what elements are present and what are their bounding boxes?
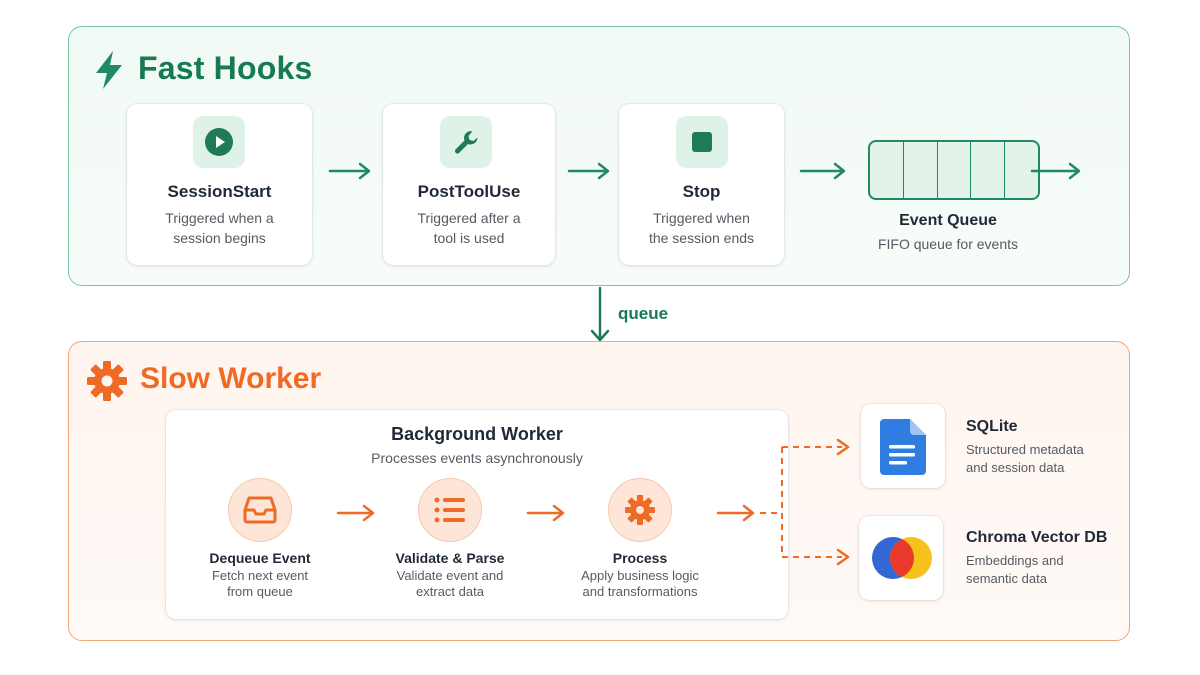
queue-slot — [938, 142, 972, 198]
step-dequeue-event[interactable]: Dequeue Event Fetch next event from queu… — [185, 478, 335, 600]
slow-worker-title: Slow Worker — [140, 362, 322, 395]
store-name-sqlite: SQLite — [966, 418, 1018, 435]
dashed-branch-connector — [760, 438, 850, 566]
hook-card-stop[interactable]: Stop Triggered when the session ends — [619, 104, 784, 265]
queue-slot — [971, 142, 1006, 198]
step-name: Dequeue Event — [209, 550, 311, 566]
arrow-right-icon — [328, 162, 371, 180]
sqlite-store-card[interactable] — [861, 404, 945, 488]
arrow-right-icon — [567, 162, 610, 180]
hook-description: Triggered when the session ends — [648, 210, 755, 246]
store-description-sqlite: Structured metadata and session data — [966, 442, 1084, 475]
stop-icon — [676, 116, 728, 168]
hook-name: SessionStart — [167, 182, 272, 201]
document-icon — [880, 419, 926, 475]
inbox-tray-icon — [228, 478, 292, 542]
event-queue-graphic — [868, 140, 1040, 200]
step-description: Validate event and extract data — [396, 568, 504, 599]
arrow-right-icon — [526, 504, 565, 522]
background-worker-title: Background Worker — [391, 424, 563, 444]
arrow-down-icon — [590, 287, 610, 342]
hook-description: Triggered after a tool is used — [417, 210, 521, 246]
lightning-bolt-icon — [96, 51, 122, 89]
hook-name: PostToolUse — [417, 182, 521, 201]
hook-description: Triggered when a session begins — [165, 210, 274, 246]
store-name-chroma: Chroma Vector DB — [966, 529, 1108, 546]
list-icon — [418, 478, 482, 542]
hook-card-post-tool-use[interactable]: PostToolUse Triggered after a tool is us… — [383, 104, 555, 265]
queue-slot — [904, 142, 938, 198]
hook-card-session-start[interactable]: SessionStart Triggered when a session be… — [127, 104, 312, 265]
event-queue-description: FIFO queue for events — [877, 236, 1019, 252]
background-worker-subtitle: Processes events asynchronously — [371, 450, 583, 466]
chroma-store-card[interactable] — [859, 516, 943, 600]
store-description-chroma: Embeddings and semantic data — [966, 553, 1064, 586]
background-worker-card: Background Worker Processes events async… — [166, 410, 788, 619]
step-name: Process — [612, 550, 668, 566]
arrow-right-icon — [799, 162, 846, 180]
gear-icon — [608, 478, 672, 542]
step-description: Fetch next event from queue — [211, 568, 309, 599]
step-name: Validate & Parse — [395, 550, 505, 566]
arrow-right-icon — [336, 504, 375, 522]
hook-name: Stop — [682, 182, 721, 201]
queue-connector-label: queue — [618, 304, 669, 323]
arrow-right-icon — [716, 504, 755, 522]
event-queue-title: Event Queue — [899, 212, 997, 229]
play-icon — [193, 116, 245, 168]
gear-icon — [87, 361, 127, 401]
step-validate-parse[interactable]: Validate & Parse Validate event and extr… — [375, 478, 525, 600]
step-process[interactable]: Process Apply business logic and transfo… — [565, 478, 715, 600]
fast-hooks-title: Fast Hooks — [138, 50, 313, 86]
queue-slot — [870, 142, 904, 198]
step-description: Apply business logic and transformations — [581, 568, 699, 599]
wrench-icon — [440, 116, 492, 168]
arrow-right-icon — [1030, 162, 1081, 180]
chroma-logo-icon — [872, 537, 932, 579]
